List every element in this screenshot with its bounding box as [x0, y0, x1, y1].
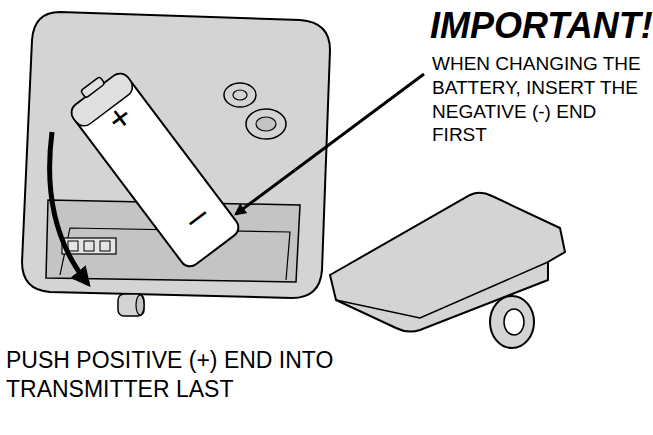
transmitter-housing — [22, 12, 330, 298]
instruction-note: WHEN CHANGING THE BATTERY, INSERT THE NE… — [432, 52, 648, 147]
button — [233, 90, 247, 100]
button — [256, 117, 276, 131]
button — [224, 83, 256, 107]
hinge-tab — [136, 295, 144, 315]
contact — [84, 241, 94, 251]
insert-arrow — [50, 132, 88, 284]
contact — [100, 241, 110, 251]
instruction-note: PUSH POSITIVE (+) END INTO TRANSMITTER L… — [6, 346, 386, 404]
battery — [63, 63, 242, 270]
battery-body — [68, 70, 243, 271]
cover-hinge — [504, 309, 524, 335]
hinge-tab — [118, 294, 144, 316]
warning-heading: IMPORTANT! — [430, 4, 653, 47]
button — [246, 109, 286, 139]
battery-nub — [80, 77, 105, 99]
contact — [68, 241, 78, 251]
cover-hinge — [490, 296, 534, 348]
leader-arrow — [236, 74, 424, 214]
